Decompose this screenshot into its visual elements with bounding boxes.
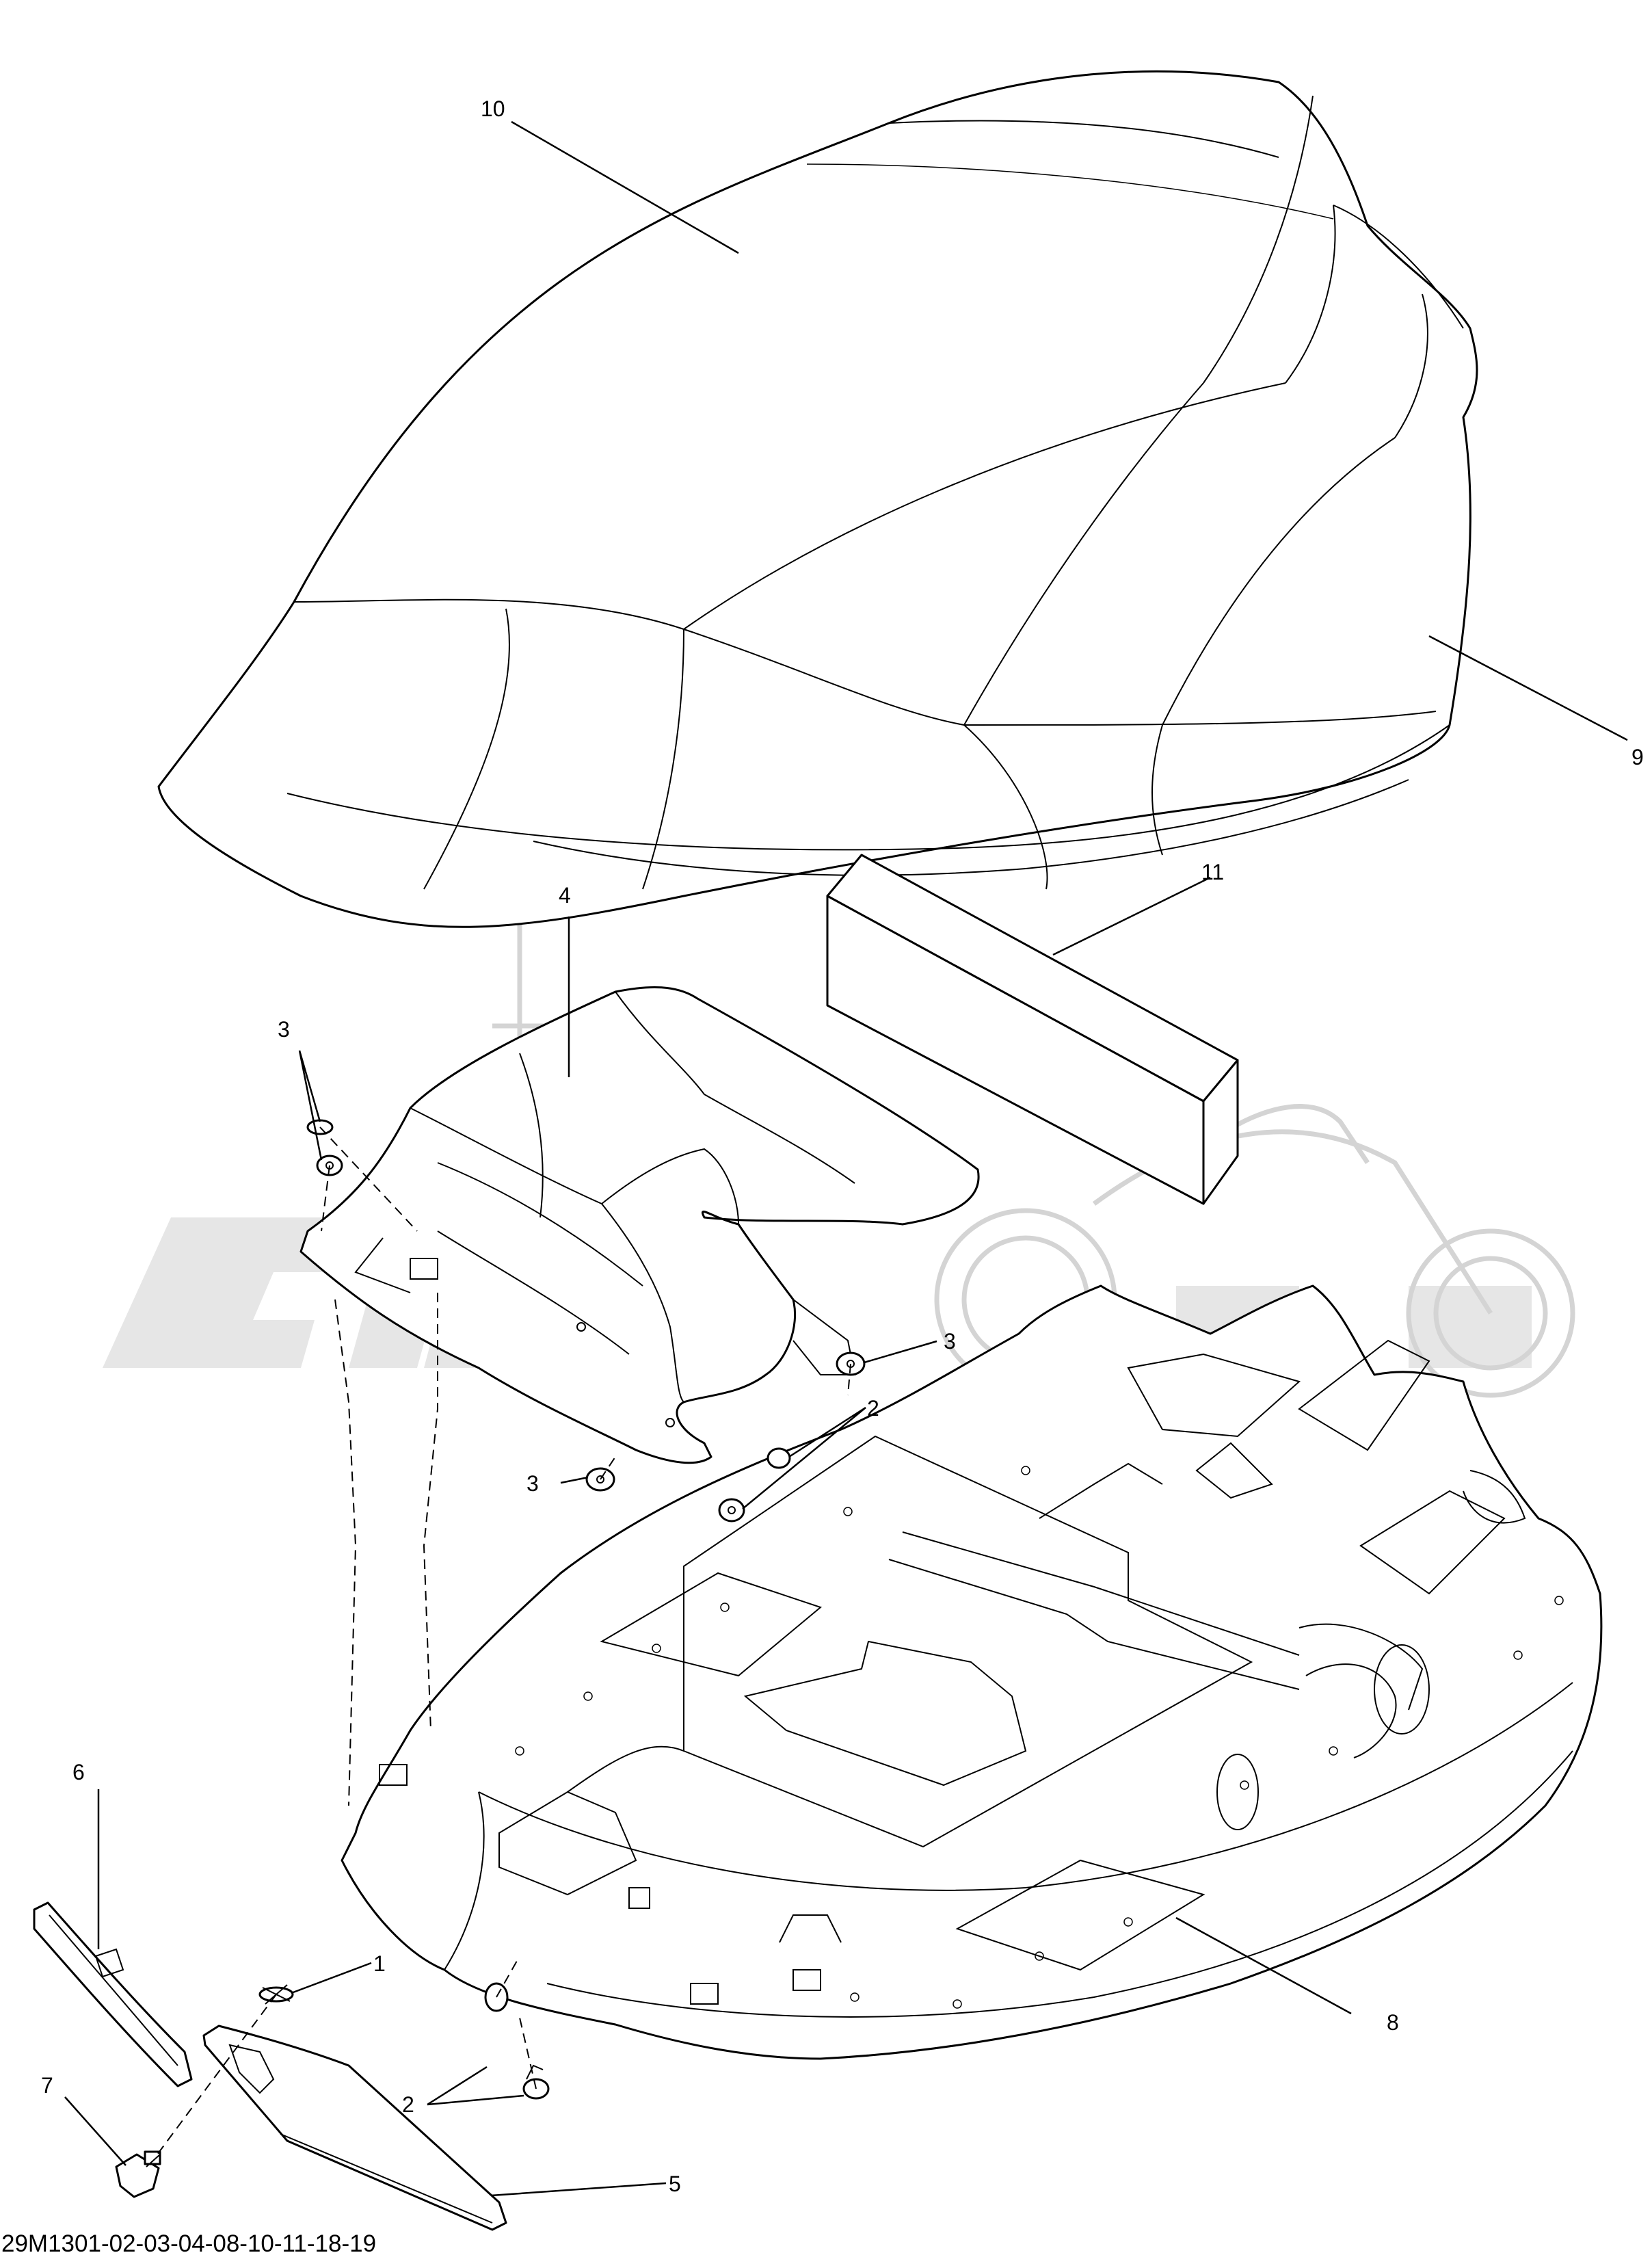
callout-5: 5 bbox=[669, 2172, 681, 2196]
assembly-lines bbox=[157, 1126, 851, 2155]
callout-3-top: 3 bbox=[278, 1017, 290, 1042]
part-foam-block bbox=[826, 854, 1239, 1205]
part-seat-pan bbox=[341, 1284, 1603, 2060]
part-seat-cover bbox=[157, 70, 1478, 928]
part-latch-plate bbox=[202, 2025, 507, 2231]
leader-lines bbox=[64, 120, 1628, 2197]
callout-2-lower: 2 bbox=[402, 2092, 414, 2117]
callout-7: 7 bbox=[41, 2073, 53, 2098]
callout-3-right: 3 bbox=[944, 1329, 956, 1354]
callout-3-left: 3 bbox=[527, 1471, 539, 1496]
callout-8: 8 bbox=[1387, 2010, 1399, 2035]
callout-6: 6 bbox=[72, 1760, 85, 1784]
callout-1: 1 bbox=[373, 1951, 386, 1976]
callout-9: 9 bbox=[1631, 745, 1644, 769]
callout-labels: 10 9 11 4 3 3 3 2 8 6 1 2 7 5 bbox=[41, 96, 1644, 2196]
part-push-rivet bbox=[115, 2150, 161, 2198]
callout-2-upper: 2 bbox=[867, 1396, 879, 1421]
drawing-code: 29M1301-02-03-04-08-10-11-18-19 bbox=[1, 2230, 376, 2257]
part-seat-base bbox=[299, 986, 980, 1464]
callout-11: 11 bbox=[1201, 860, 1224, 884]
part-hinge-strip bbox=[33, 1901, 193, 2087]
callout-10: 10 bbox=[481, 96, 505, 121]
callout-4: 4 bbox=[559, 883, 571, 908]
